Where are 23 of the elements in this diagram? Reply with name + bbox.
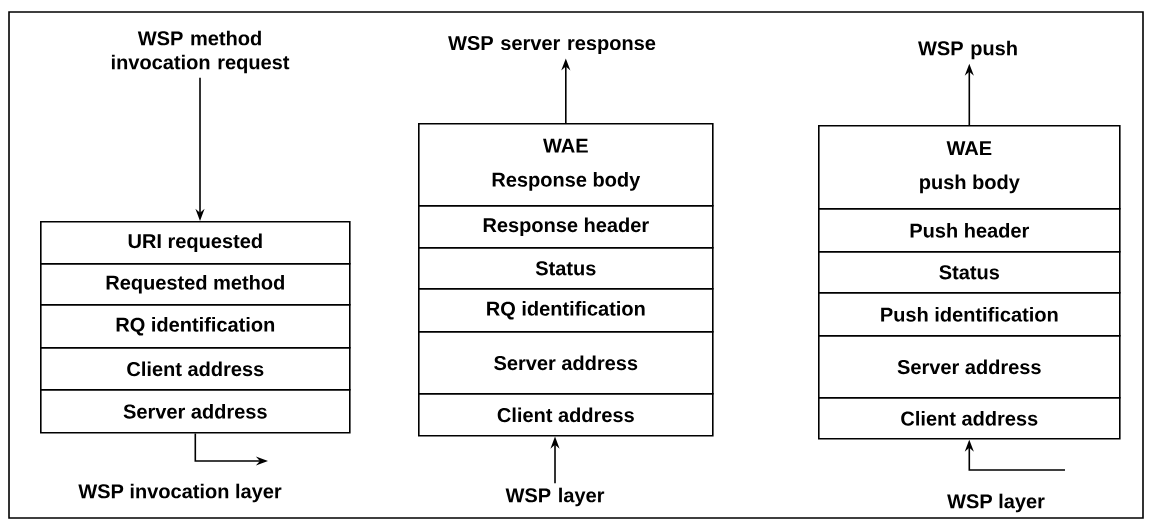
field-cell: URI requested xyxy=(40,221,351,265)
field-cell: Client address xyxy=(418,393,714,437)
endpoint-label: WSP method invocation request xyxy=(111,30,290,74)
field-cell: Requested method xyxy=(40,263,351,306)
field-cell: Client address xyxy=(818,397,1121,440)
field-cell: RQ identification xyxy=(40,304,351,349)
field-cell: Server address xyxy=(418,331,714,395)
field-cell: Server address xyxy=(818,335,1121,399)
field-cell: RQ identification xyxy=(418,288,714,333)
field-cell: Push header xyxy=(818,208,1121,253)
field-cell: WAE Response body xyxy=(418,123,714,207)
layer-label: WSP invocation layer xyxy=(78,483,282,503)
endpoint-label: WSP layer xyxy=(505,487,605,507)
layer-label: WSP layer xyxy=(947,493,1045,513)
field-cell: WAE push body xyxy=(818,125,1121,210)
field-cell: Status xyxy=(818,251,1121,294)
endpoint-label: WSP push xyxy=(918,40,1017,60)
field-cell: Response header xyxy=(418,205,714,249)
field-cell: Client address xyxy=(40,347,351,391)
field-cell: Push identification xyxy=(818,292,1121,337)
endpoint-label: WSP server response xyxy=(448,35,656,55)
field-cell: Server address xyxy=(40,389,351,434)
field-cell: Status xyxy=(418,247,714,290)
